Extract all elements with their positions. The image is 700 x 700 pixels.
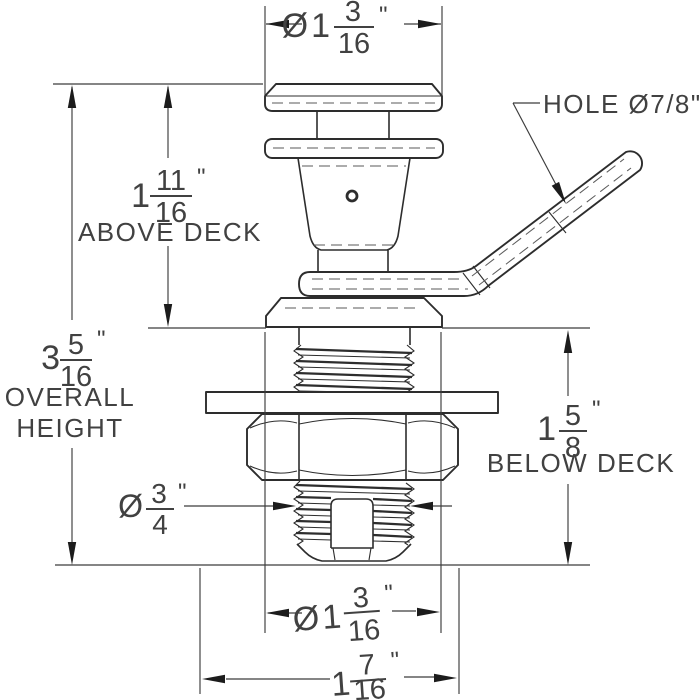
- dim-denominator: 16: [347, 614, 381, 648]
- dim-unit: ": [390, 647, 400, 675]
- dim-unit: ": [379, 2, 388, 29]
- overall-label-line1: OVERALL: [5, 382, 135, 412]
- hole-callout: HOLE Ø7/8": [512, 89, 700, 204]
- dim-prefix: Ø: [118, 488, 143, 524]
- dim-whole: 3: [41, 339, 60, 377]
- dim-unit: ": [384, 580, 394, 608]
- lower-threads: [293, 480, 415, 562]
- dim-numerator: 3: [345, 0, 361, 28]
- dim-whole: 1: [330, 665, 352, 700]
- dim-unit: ": [197, 164, 206, 191]
- dim-stem-diameter: Ø 3 4 ": [118, 478, 452, 540]
- dim-below-deck: 1 5 8 " BELOW DECK: [487, 330, 675, 565]
- hole-label: HOLE Ø7/8": [543, 89, 700, 119]
- body-hole: [345, 189, 359, 203]
- dim-whole: 1: [131, 177, 150, 215]
- upper-threads: [293, 327, 415, 394]
- dim-above-deck: 1 11 16 " ABOVE DECK: [78, 85, 262, 327]
- deck-fitting-part: [205, 83, 643, 562]
- dim-whole: 1: [321, 598, 343, 637]
- deck-flange: [265, 297, 443, 328]
- dim-numerator: 11: [156, 165, 186, 197]
- svg-text:Ø1: Ø1: [282, 7, 330, 45]
- dim-denominator: 16: [60, 361, 92, 393]
- backing-washer: [205, 391, 499, 414]
- upper-flange: [264, 138, 444, 159]
- dim-denominator: 8: [565, 432, 581, 464]
- dim-top-diameter: Ø1 3 16 ": [264, 0, 443, 95]
- dim-unit: ": [592, 396, 601, 423]
- dim-numerator: 7: [358, 649, 376, 682]
- overall-label-line2: HEIGHT: [16, 413, 123, 443]
- dim-numerator: 5: [68, 329, 84, 361]
- upper-neck: [316, 111, 390, 139]
- dim-numerator: 5: [565, 400, 581, 432]
- above-deck-label: ABOVE DECK: [78, 217, 262, 247]
- tapered-body: [297, 157, 411, 272]
- top-cap: [264, 83, 443, 112]
- dim-denominator: 16: [353, 673, 387, 700]
- bottom-slot: [330, 498, 374, 549]
- dim-denominator: 16: [338, 28, 370, 60]
- dim-unit: ": [178, 479, 187, 506]
- dim-prefix: Ø: [282, 7, 308, 45]
- dim-denominator: 4: [152, 509, 168, 540]
- dim-overall-height: 3 5 16 " OVERALL HEIGHT: [5, 85, 135, 565]
- dim-bottom-diameter: Ø1 3 16 ": [264, 332, 442, 648]
- dim-whole: 1: [537, 410, 556, 448]
- svg-text:Ø1: Ø1: [292, 598, 343, 639]
- dim-numerator: 3: [352, 582, 370, 615]
- dim-prefix: Ø: [292, 599, 321, 639]
- lever-handle: [298, 150, 643, 297]
- below-deck-label: BELOW DECK: [487, 448, 675, 478]
- dim-unit: ": [97, 326, 106, 353]
- dim-denominator: 16: [155, 197, 187, 229]
- dim-numerator: 3: [151, 478, 167, 509]
- hex-nut: [246, 413, 459, 481]
- dim-base-width: 1 7 16 ": [199, 568, 460, 700]
- dim-whole: 1: [311, 7, 330, 45]
